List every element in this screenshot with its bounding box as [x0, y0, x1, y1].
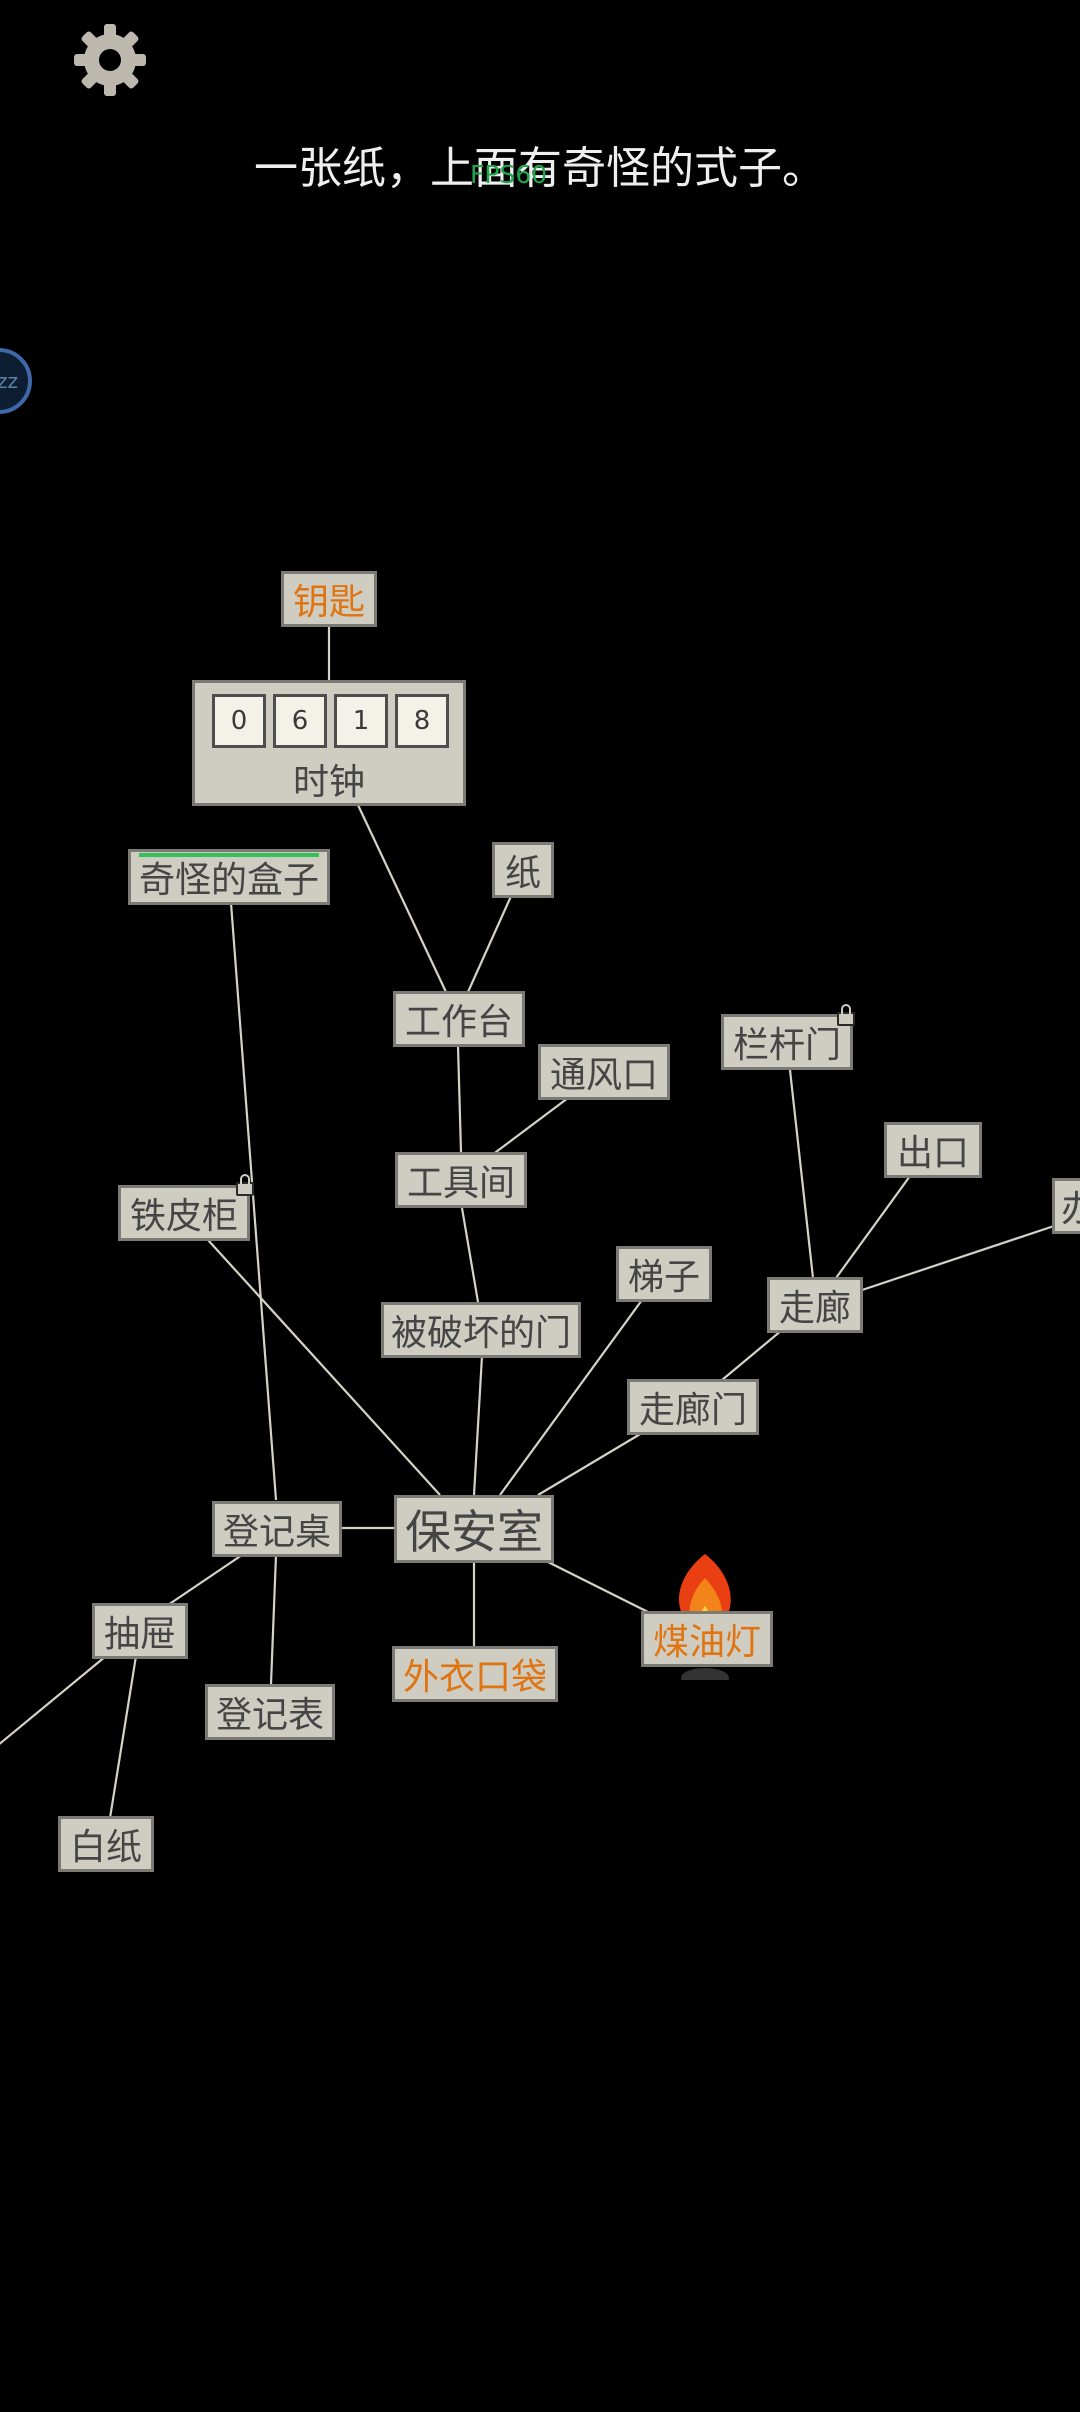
- link-workbench-toolroom: [456, 1045, 463, 1153]
- link-toolroom-brokendoor: [460, 1207, 480, 1303]
- node-key[interactable]: 钥匙: [281, 571, 377, 627]
- clock-digit-4[interactable]: 8: [395, 694, 449, 748]
- node-corridor-door[interactable]: 走廊门: [627, 1379, 759, 1435]
- link-ladder-security: [499, 1299, 643, 1496]
- node-registration-form[interactable]: 登记表: [205, 1684, 335, 1740]
- link-railing-corridor: [788, 1069, 815, 1279]
- clock-digit-1[interactable]: 0: [212, 694, 266, 748]
- link-paper-workbench: [466, 893, 514, 993]
- link-exit-corridor: [835, 1175, 911, 1279]
- link-box-desk: [229, 902, 278, 1501]
- link-desk-form: [269, 1554, 278, 1685]
- link-drawer-blankpaper: [108, 1655, 138, 1819]
- clock-label: 时钟: [292, 762, 365, 803]
- link-vent-toolroom: [491, 1097, 569, 1156]
- link-drawer-offscreen: [0, 1655, 107, 1745]
- link-corridor-corridordoor: [721, 1329, 783, 1381]
- fps-counter: FPS60: [470, 160, 548, 189]
- node-ladder[interactable]: 梯子: [616, 1246, 712, 1302]
- link-desk-drawer: [167, 1554, 243, 1606]
- node-paper[interactable]: 纸: [492, 842, 554, 898]
- gear-icon[interactable]: [72, 22, 148, 98]
- link-clock-workbench: [357, 804, 447, 993]
- link-cabinet-security: [207, 1239, 441, 1496]
- link-offscreen-corridor: [861, 1224, 1055, 1292]
- node-strange-box[interactable]: 奇怪的盒子: [128, 849, 330, 905]
- clock-digit-2[interactable]: 6: [273, 694, 327, 748]
- node-drawer[interactable]: 抽屉: [92, 1603, 188, 1659]
- lock-icon: [236, 1174, 254, 1196]
- node-coat-pocket[interactable]: 外衣口袋: [392, 1646, 558, 1702]
- node-railing-gate[interactable]: 栏杆门: [721, 1014, 853, 1070]
- clock-node[interactable]: 0 6 1 8 时钟: [192, 680, 466, 806]
- node-blank-paper[interactable]: 白纸: [58, 1816, 154, 1872]
- strange-box-progress: [139, 853, 319, 857]
- node-kerosene-lamp[interactable]: 煤油灯: [641, 1611, 773, 1667]
- node-iron-cabinet[interactable]: 铁皮柜: [118, 1185, 250, 1241]
- sleep-icon: zz: [0, 369, 18, 393]
- link-brokendoor-security: [472, 1355, 484, 1496]
- node-tool-room[interactable]: 工具间: [395, 1152, 527, 1208]
- node-broken-door[interactable]: 被破坏的门: [381, 1302, 581, 1358]
- message-text: 一张纸，上面有奇怪的式子。: [254, 143, 826, 194]
- node-security-room[interactable]: 保安室: [394, 1495, 554, 1563]
- node-vent[interactable]: 通风口: [538, 1044, 670, 1100]
- node-workbench[interactable]: 工作台: [393, 991, 525, 1047]
- node-offscreen-right[interactable]: 办: [1052, 1178, 1080, 1234]
- clock-digit-3[interactable]: 1: [334, 694, 388, 748]
- link-corridordoor-security: [537, 1432, 643, 1496]
- node-exit[interactable]: 出口: [884, 1122, 982, 1178]
- lock-icon: [837, 1004, 855, 1026]
- link-security-lamp: [547, 1561, 649, 1613]
- node-registration-desk[interactable]: 登记桌: [212, 1501, 342, 1557]
- node-corridor[interactable]: 走廊: [767, 1277, 863, 1333]
